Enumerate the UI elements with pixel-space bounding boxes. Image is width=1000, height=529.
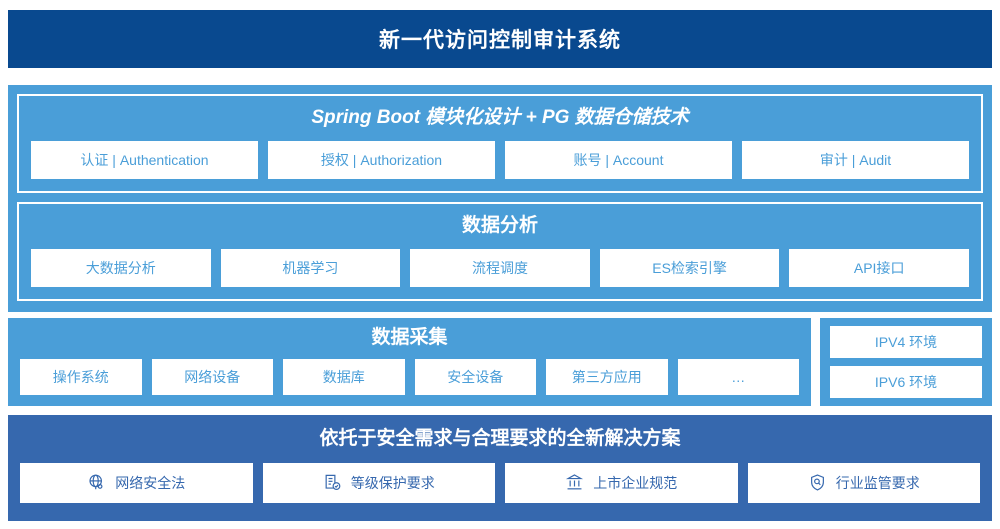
module-chip-authentication[interactable]: 认证 | Authentication: [31, 140, 258, 179]
compliance-chip-listed-enterprise[interactable]: 上市企业规范: [505, 462, 738, 503]
collection-heading: 数据采集: [371, 327, 448, 348]
page-title: 新一代访问控制审计系统: [379, 29, 621, 52]
module-chip-account[interactable]: 账号 | Account: [505, 140, 732, 179]
compliance-chip-graded-protection[interactable]: 等级保护要求: [262, 462, 495, 503]
collection-chip-network-device[interactable]: 网络设备: [151, 358, 273, 395]
globe-network-icon: [87, 473, 106, 492]
collection-chip-third-party-app[interactable]: 第三方应用: [546, 358, 668, 395]
document-check-icon: [323, 473, 342, 492]
collection-chip-operating-system[interactable]: 操作系统: [20, 358, 142, 395]
module-chip-audit[interactable]: 审计 | Audit: [742, 140, 969, 179]
network-environment-panel: IPV4 环境 IPV6 环境: [820, 318, 992, 406]
collection-chip-row: 操作系统 网络设备 数据库 安全设备 第三方应用 …: [20, 358, 799, 395]
modules-group: Spring Boot 模块化设计 + PG 数据仓储技术 认证 | Authe…: [17, 94, 983, 193]
analysis-chip-process-scheduling[interactable]: 流程调度: [410, 248, 590, 287]
compliance-label: 等级保护要求: [350, 474, 435, 491]
compliance-chip-cybersecurity-law[interactable]: 网络安全法: [20, 462, 253, 503]
shield-search-icon: [808, 473, 827, 492]
compliance-label: 网络安全法: [115, 474, 186, 491]
compliance-heading: 依托于安全需求与合理要求的全新解决方案: [319, 428, 681, 449]
system-title-bar: 新一代访问控制审计系统: [8, 10, 992, 68]
collection-chip-security-device[interactable]: 安全设备: [414, 358, 536, 395]
compliance-panel: 依托于安全需求与合理要求的全新解决方案 网络安全法: [8, 415, 992, 521]
compliance-chip-row: 网络安全法 等级保护要求: [20, 462, 980, 503]
data-collection-panel: 数据采集 操作系统 网络设备 数据库 安全设备 第三方应用 …: [8, 318, 811, 406]
modules-chip-row: 认证 | Authentication 授权 | Authorization 账…: [31, 140, 969, 179]
collection-chip-database[interactable]: 数据库: [283, 358, 405, 395]
compliance-label: 行业监管要求: [835, 474, 920, 491]
analysis-chip-big-data[interactable]: 大数据分析: [31, 248, 211, 287]
modules-heading: Spring Boot 模块化设计 + PG 数据仓储技术: [311, 107, 689, 128]
bank-building-icon: [565, 473, 584, 492]
analysis-heading: 数据分析: [461, 214, 538, 236]
analysis-chip-machine-learning[interactable]: 机器学习: [220, 248, 401, 287]
analysis-group: 数据分析 大数据分析 机器学习 流程调度 ES检索引擎 API接口: [17, 201, 983, 301]
compliance-label: 上市企业规范: [593, 474, 678, 491]
analysis-chip-es-search[interactable]: ES检索引擎: [599, 248, 780, 287]
collection-chip-more[interactable]: …: [677, 358, 799, 395]
analysis-chip-row: 大数据分析 机器学习 流程调度 ES检索引擎 API接口: [31, 248, 969, 287]
analysis-chip-api[interactable]: API接口: [789, 248, 969, 287]
environment-chip-ipv6[interactable]: IPV6 环境: [830, 366, 982, 398]
module-chip-authorization[interactable]: 授权 | Authorization: [268, 140, 495, 179]
collection-row: 数据采集 操作系统 网络设备 数据库 安全设备 第三方应用 … IPV4 环境 …: [8, 318, 992, 406]
platform-layer-panel: Spring Boot 模块化设计 + PG 数据仓储技术 认证 | Authe…: [8, 85, 992, 312]
environment-chip-ipv4[interactable]: IPV4 环境: [830, 326, 982, 358]
compliance-chip-industry-regulation[interactable]: 行业监管要求: [747, 462, 980, 503]
